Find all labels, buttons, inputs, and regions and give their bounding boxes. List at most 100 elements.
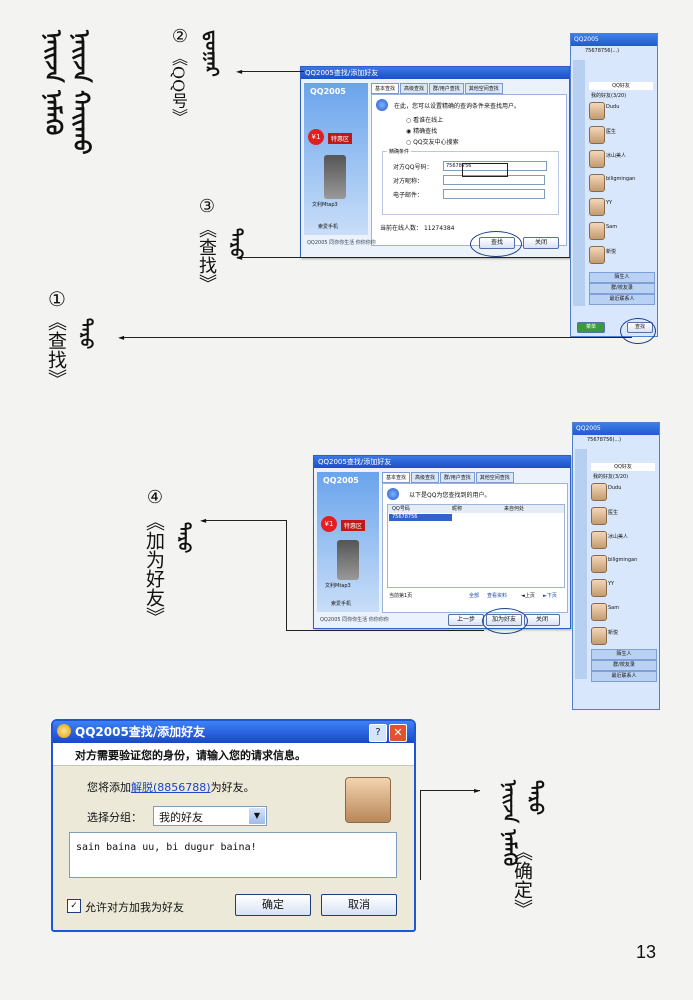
col-nick[interactable]: 昵称 (452, 506, 463, 512)
friend-item[interactable]: 冰山美人 (589, 150, 649, 170)
friend-name: 新悦 (606, 249, 617, 255)
tab-advanced-find[interactable]: 高级查找 (411, 472, 440, 483)
stranger-button[interactable]: 陌生人 (589, 272, 655, 283)
avatar (589, 174, 605, 192)
qq-number-input[interactable]: 75678756 (443, 161, 547, 171)
friend-item[interactable]: 冰山美人 (591, 531, 651, 551)
step2-label: 《QQ号》 (169, 50, 188, 125)
promo-ad[interactable]: QQ2005 ¥1 特惠区 文利Mtap3 索爱手机 (304, 83, 368, 235)
radio-exact[interactable]: ◉ 精确查找 (406, 128, 438, 135)
friend-item[interactable]: Sam (589, 222, 649, 242)
dialog-title: QQ2005查找/添加好友 (53, 721, 414, 743)
label-qq: 对方QQ号码： (393, 164, 433, 171)
search-people-icon (376, 99, 388, 111)
group-my-friends[interactable]: 我的好友(3/20) (593, 474, 629, 480)
qq-user[interactable]: 75678756(...) (585, 48, 620, 54)
link-view-info[interactable]: 查看资料 (487, 593, 508, 599)
radio-center-label: QQ交友中心搜索 (413, 139, 459, 146)
radio-center[interactable]: ○ QQ交友中心搜索 (406, 139, 459, 146)
col-from[interactable]: 来自何处 (504, 506, 525, 512)
group-select[interactable]: 我的好友 ▼ (153, 806, 267, 826)
nickname-input[interactable] (443, 175, 545, 185)
friend-item[interactable]: biligmingan (589, 174, 649, 194)
connector-step2 (240, 71, 304, 72)
group-qq-friends[interactable]: QQ好友 (589, 82, 653, 90)
tab-group-find[interactable]: 群/用户查找 (440, 472, 475, 483)
friend-item[interactable]: YY (591, 579, 651, 599)
tab-advanced-find[interactable]: 高级查找 (400, 83, 429, 94)
find-intro: 在此，您可以设置精确的查询条件来查找用户。 (394, 103, 521, 110)
price-badge: ¥1 (308, 129, 324, 145)
friend-name: YY (606, 200, 613, 206)
radio-online[interactable]: ○ 看谁在线上 (406, 117, 444, 124)
ad-title: 特惠区 (328, 133, 353, 144)
friend-item[interactable]: 新悦 (591, 627, 651, 647)
ad-item: 文利Mtap3 (325, 583, 351, 589)
friend-item[interactable]: Dudu (589, 102, 649, 122)
label-nick: 对方昵称： (393, 178, 424, 185)
friend-item[interactable]: Dudu (591, 483, 651, 503)
friend-item[interactable]: YY (589, 198, 649, 218)
allow-add-label: 允许对方加我为好友 (85, 901, 184, 914)
allow-add-checkbox[interactable]: ✓ (67, 899, 81, 913)
group-my-friends[interactable]: 我的好友(3/20) (591, 93, 627, 99)
recent-contacts-button[interactable]: 最近联系人 (591, 671, 657, 682)
col-qq[interactable]: QQ号码 (392, 506, 410, 512)
tab-basic-find[interactable]: 基本查找 (382, 472, 411, 483)
prev-step-button[interactable]: 上一步 (448, 614, 484, 626)
promo-ad[interactable]: QQ2005 ¥1 特惠区 文利Mtap3 索爱手机 (317, 472, 379, 612)
step4-mongolian: ᠳᠠᠷᠤ (175, 522, 194, 554)
highlight-add-friend (482, 608, 528, 634)
chevron-down-icon[interactable]: ▼ (249, 808, 265, 824)
qq-main-panel: QQ2005 75678756(...) QQ好友 我的好友(3/20) Dud… (572, 422, 660, 710)
link-all[interactable]: 全部 (469, 593, 480, 599)
friend-item[interactable]: Sam (591, 603, 651, 623)
menu-button[interactable]: 菜单 (577, 322, 605, 333)
group-classmate-button[interactable]: 群/校友录 (591, 660, 657, 671)
tab-group-find[interactable]: 群/用户查找 (429, 83, 464, 94)
avatar (591, 627, 607, 645)
request-message-input[interactable]: sain baina uu, bi dugur baina! (69, 832, 397, 878)
dialog-header: 对方需要验证您的身份，请输入您的请求信息。 (75, 749, 306, 762)
avatar (589, 150, 605, 168)
group-qq-friends[interactable]: QQ好友 (591, 463, 655, 471)
search-people-icon (387, 488, 399, 500)
tab-other-find[interactable]: 其他空间查找 (464, 83, 503, 94)
link-next-page[interactable]: ►下页 (543, 593, 557, 599)
window-footer: QQ2005 同你你生活 你你你你 (307, 240, 376, 246)
stranger-button[interactable]: 陌生人 (591, 649, 657, 660)
close-button[interactable]: 关闭 (523, 237, 559, 249)
friend-link[interactable]: 解脱(8856788) (131, 781, 211, 794)
group-classmate-button[interactable]: 群/校友录 (589, 283, 655, 294)
email-input[interactable] (443, 189, 545, 199)
recent-contacts-button[interactable]: 最近联系人 (589, 294, 655, 305)
avatar (591, 507, 607, 525)
cancel-button[interactable]: 取消 (321, 894, 397, 916)
add-prefix: 您将添加 (87, 781, 131, 794)
friend-item[interactable]: biligmingan (591, 555, 651, 575)
link-prev-page[interactable]: ◄上页 (521, 593, 535, 599)
ok-button[interactable]: 确定 (235, 894, 311, 916)
tab-basic-find[interactable]: 基本查找 (371, 83, 400, 94)
help-icon[interactable]: ? (369, 724, 387, 742)
close-button[interactable]: 关闭 (524, 614, 560, 626)
step1-mongolian: ᠳᠠᠷᠤ (77, 318, 96, 350)
close-icon[interactable]: ✕ (389, 724, 407, 742)
step3-label: 《查找》 (196, 220, 217, 292)
connector-step4-bottom (286, 630, 484, 631)
avatar (591, 579, 607, 597)
ad-label: 索爱手机 (331, 601, 352, 607)
highlight-panel-find (620, 318, 656, 344)
verify-dialog: QQ2005查找/添加好友 ? ✕ 对方需要验证您的身份，请输入您的请求信息。 … (51, 719, 416, 932)
price-badge: ¥1 (321, 516, 337, 532)
tab-other-find[interactable]: 其他空间查找 (475, 472, 514, 483)
friend-item[interactable]: 新悦 (589, 246, 649, 266)
ad-item: 文利Mtap3 (312, 202, 338, 208)
avatar (591, 603, 607, 621)
friend-item[interactable]: 医生 (589, 126, 649, 146)
qq-user[interactable]: 75678756(...) (587, 437, 622, 443)
result-row[interactable]: 75678756 (389, 514, 452, 521)
friend-item[interactable]: 医生 (591, 507, 651, 527)
confirm-mongolian-col2: ᠳᠠᠷᠤ (525, 780, 546, 816)
step3-mongolian: ᠳᠠᠷᠤ (227, 228, 246, 260)
